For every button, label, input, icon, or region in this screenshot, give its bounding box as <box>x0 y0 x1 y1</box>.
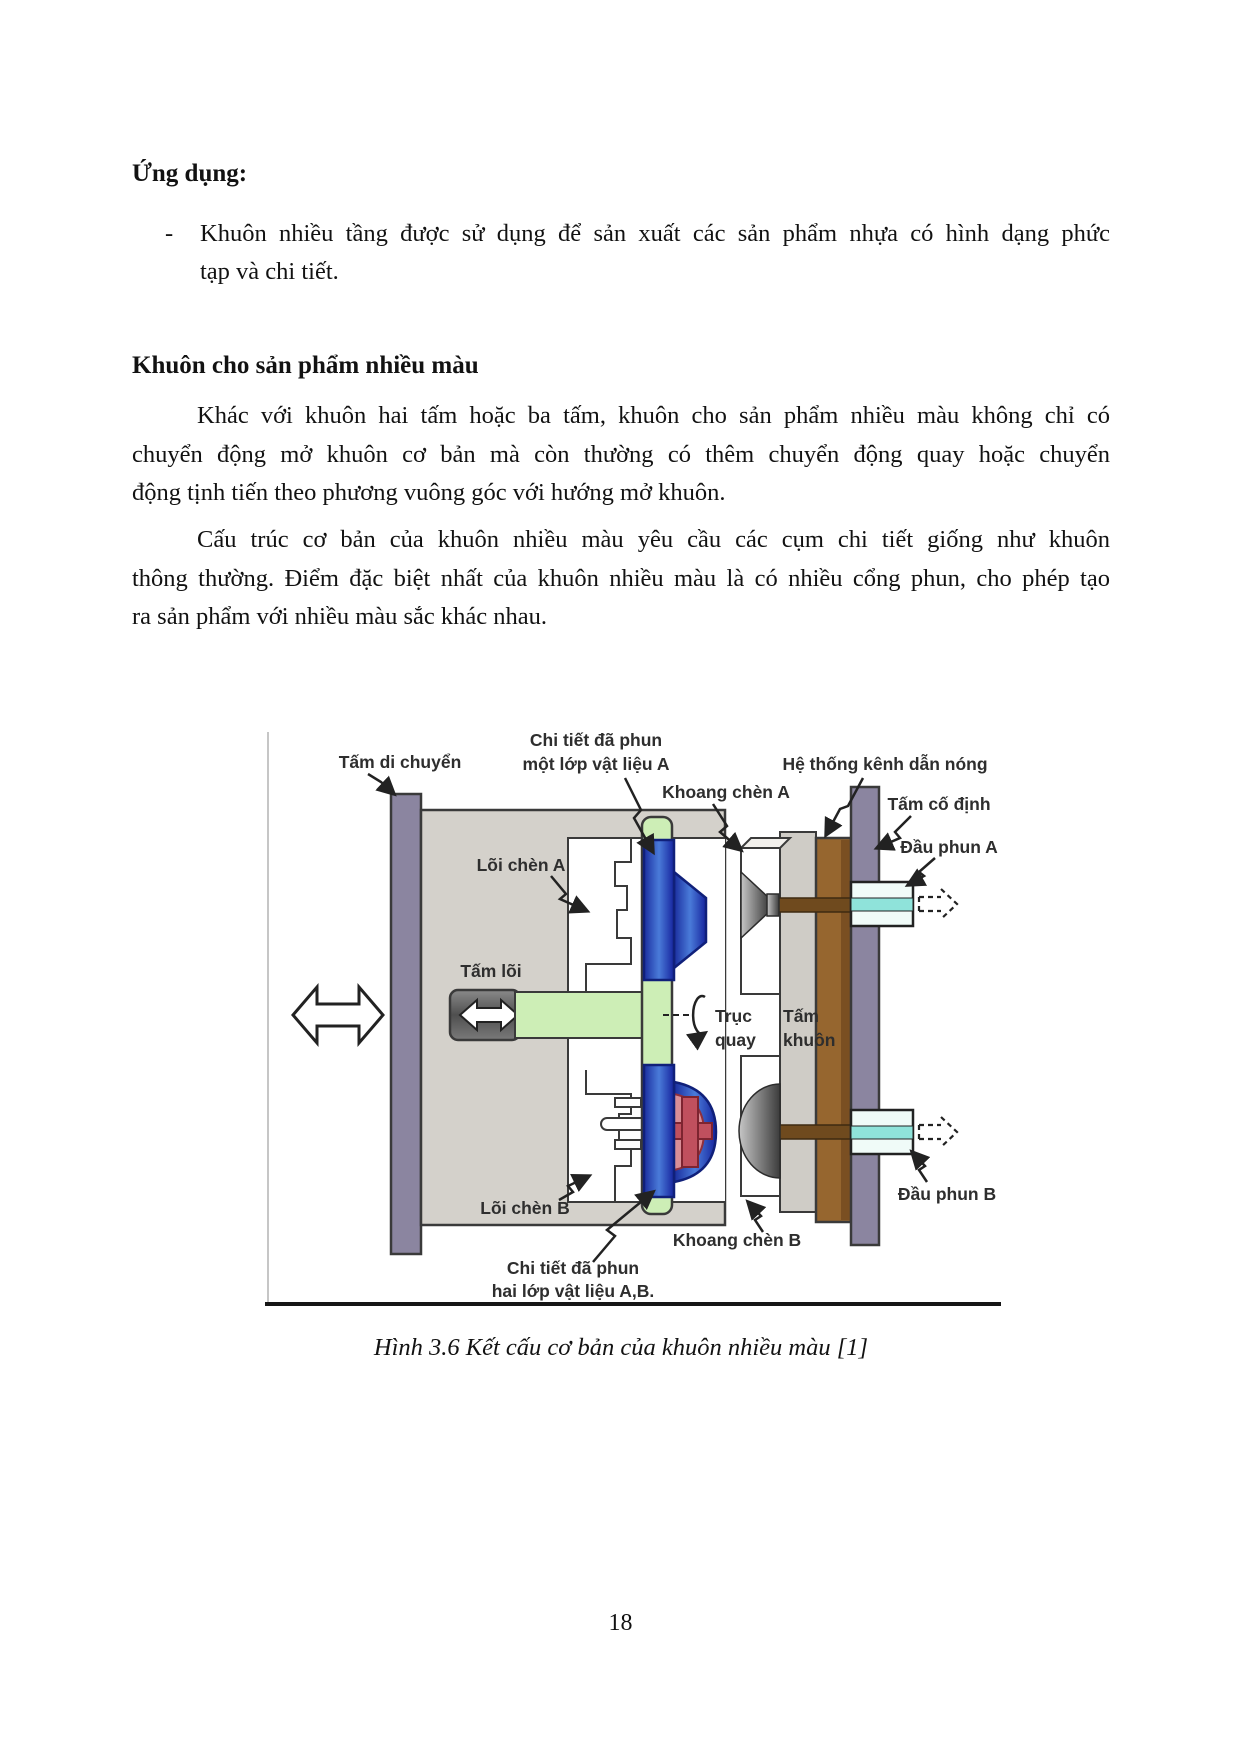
label-mold-plate: khuôn <box>783 1030 836 1050</box>
label-core-a: Lõi chèn A <box>477 855 566 875</box>
label-moving-plate: Tấm di chuyển <box>339 752 462 772</box>
molded-part-b <box>642 1063 718 1199</box>
bullet-line: Khuôn nhiều tầng được sử dụng để sản xuấ… <box>200 220 1110 247</box>
heading-multicolor-mold: Khuôn cho sản phẩm nhiều màu <box>132 352 479 379</box>
paragraph-line: thông thường. Điểm đặc biệt nhất của khu… <box>132 564 1110 592</box>
label-cavity-a: Khoang chèn A <box>662 782 790 802</box>
moving-plate-shape <box>389 792 423 1256</box>
sprue-cone-a <box>740 870 780 940</box>
nozzle-b-shape <box>849 1108 915 1156</box>
label-nozzle-a: Đầu phun A <box>900 837 998 857</box>
injection-arrow-b <box>917 1116 959 1148</box>
core-pin-lower <box>614 1139 642 1150</box>
figure-bottom-border <box>265 1302 1001 1306</box>
melt-channel-a <box>774 897 854 913</box>
nozzle-a-shape <box>849 880 915 928</box>
paragraph-line: Khác với khuôn hai tấm hoặc ba tấm, khuô… <box>197 402 1110 429</box>
mold-plate-shape <box>779 831 817 1213</box>
rotation-icon <box>685 994 709 1051</box>
hot-runner-shade <box>841 840 850 1220</box>
label-rotary-axis: Trục <box>715 1006 752 1026</box>
bullet-dash: - <box>165 220 174 247</box>
bullet-line: tạp và chi tiết. <box>200 258 339 285</box>
heading-applications: Ứng dụng: <box>132 160 248 187</box>
label-cavity-b: Khoang chèn B <box>673 1230 801 1250</box>
mold-diagram-svg: Tấm di chuyển Chi tiết đã phun một lớp v… <box>265 730 1001 1306</box>
paragraph-1: Khác với khuôn hai tấm hoặc ba tấm, khuô… <box>132 397 1110 513</box>
figure-caption: Hình 3.6 Kết cấu cơ bản của khuôn nhiều … <box>373 1334 869 1361</box>
label-fixed-plate: Tấm cố định <box>887 794 990 814</box>
label-part-a: Chi tiết đã phun <box>530 730 662 750</box>
core-insert-a-shape <box>585 838 632 992</box>
label-hot-runner: Hệ thống kênh dẫn nóng <box>782 753 987 774</box>
paragraph-line: Cấu trúc cơ bản của khuôn nhiều màu yêu … <box>197 526 1110 553</box>
melt-channel-b <box>774 1124 854 1140</box>
cavity-dome-b <box>738 1083 781 1179</box>
paragraph-2: Cấu trúc cơ bản của khuôn nhiều màu yêu … <box>132 521 1110 637</box>
label-part-b: hai lớp vật liệu A,B. <box>492 1281 655 1301</box>
bullet-item: - Khuôn nhiều tầng được sử dụng để sản x… <box>132 215 1110 291</box>
paragraph-line: ra sản phẩm với nhiều màu sắc khác nhau. <box>132 603 548 630</box>
label-core-b: Lõi chèn B <box>480 1198 569 1218</box>
label-rotary-axis: quay <box>715 1030 756 1050</box>
mold-open-close-arrow <box>291 982 385 1048</box>
core-pin-upper <box>614 1097 642 1108</box>
molded-part-a <box>642 838 708 982</box>
figure-mold-diagram: Tấm di chuyển Chi tiết đã phun một lớp v… <box>263 642 1003 1314</box>
label-part-a: một lớp vật liệu A <box>523 754 670 774</box>
label-ejector-plate: Tấm lõi <box>460 961 521 981</box>
injection-arrow-a <box>917 888 959 920</box>
page-number: 18 <box>608 1610 633 1636</box>
label-nozzle-b: Đầu phun B <box>898 1184 996 1204</box>
fixed-plate-shape <box>849 785 881 1247</box>
paragraph-line: động tịnh tiến theo phương vuông góc với… <box>132 479 726 506</box>
paragraph-line: chuyển động mở khuôn cơ bản mà còn thườn… <box>132 440 1110 468</box>
label-arrows <box>367 772 936 1263</box>
label-mold-plate: Tấm <box>783 1006 819 1026</box>
label-part-b: Chi tiết đã phun <box>507 1258 639 1278</box>
green-tbar <box>514 991 648 1039</box>
